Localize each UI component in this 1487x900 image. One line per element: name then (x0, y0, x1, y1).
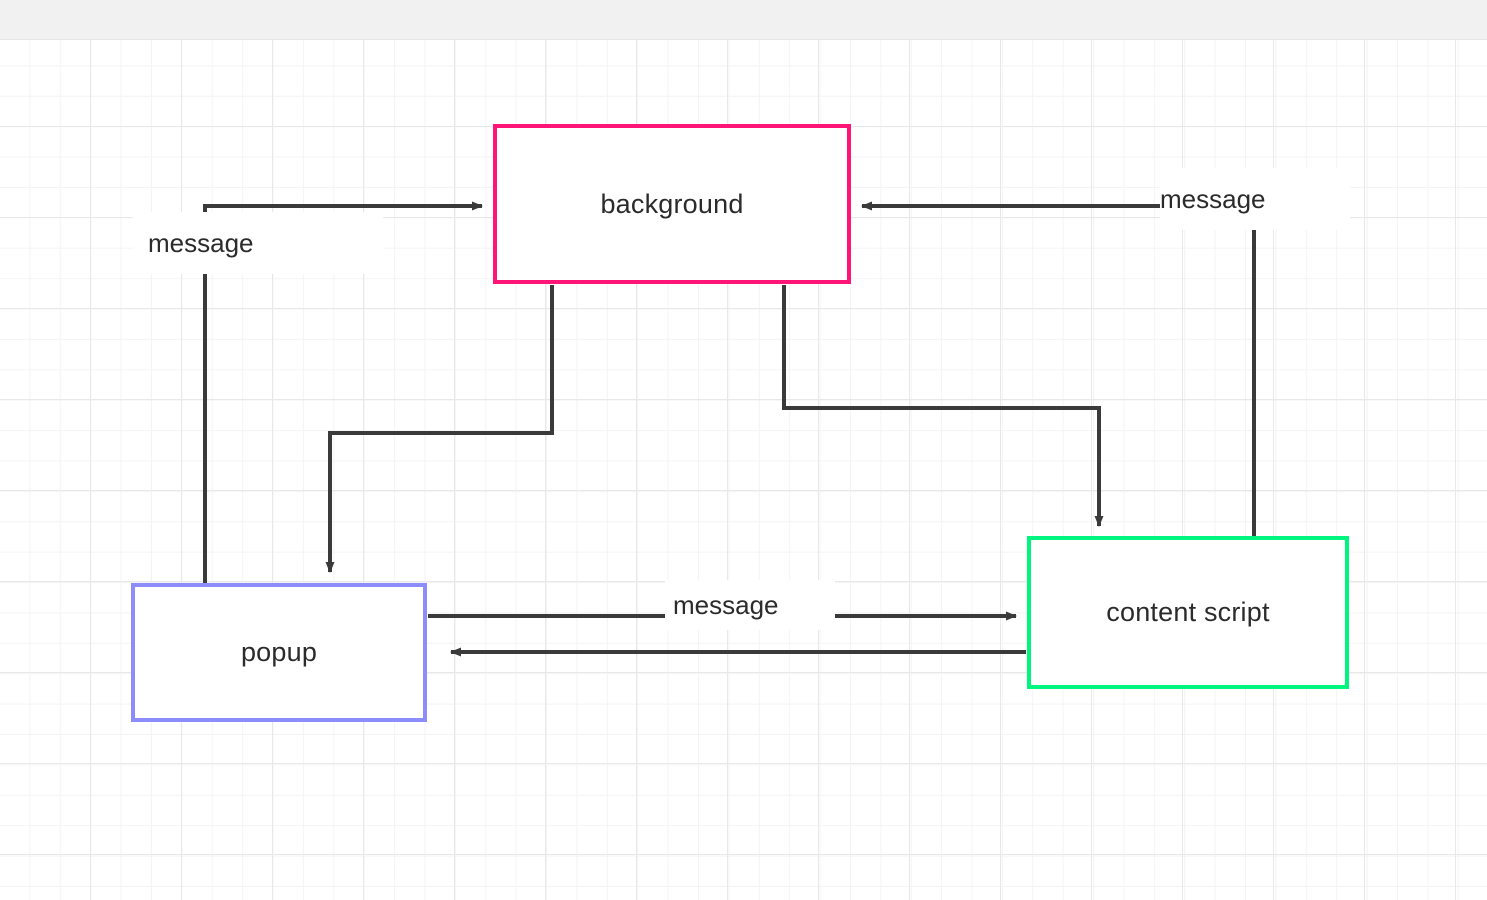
node-popup-label: popup (240, 637, 318, 667)
edge-label-text: message (673, 590, 779, 620)
edge-label-text: message (1160, 184, 1266, 214)
node-content-script-label: content script (1106, 597, 1270, 627)
node-background-label: background (600, 188, 744, 219)
edge-label-popup-to-background[interactable]: message (133, 212, 383, 274)
node-content-script[interactable]: content script (1027, 536, 1349, 689)
node-popup[interactable]: popup (131, 583, 427, 722)
edge-label-popup-to-contentscript[interactable]: message (665, 580, 835, 630)
edge-label-text: message (148, 228, 254, 258)
edge-label-contentscript-to-background[interactable]: message (1160, 168, 1350, 230)
node-background[interactable]: background (493, 124, 851, 284)
toolbar-strip[interactable] (0, 0, 1487, 40)
